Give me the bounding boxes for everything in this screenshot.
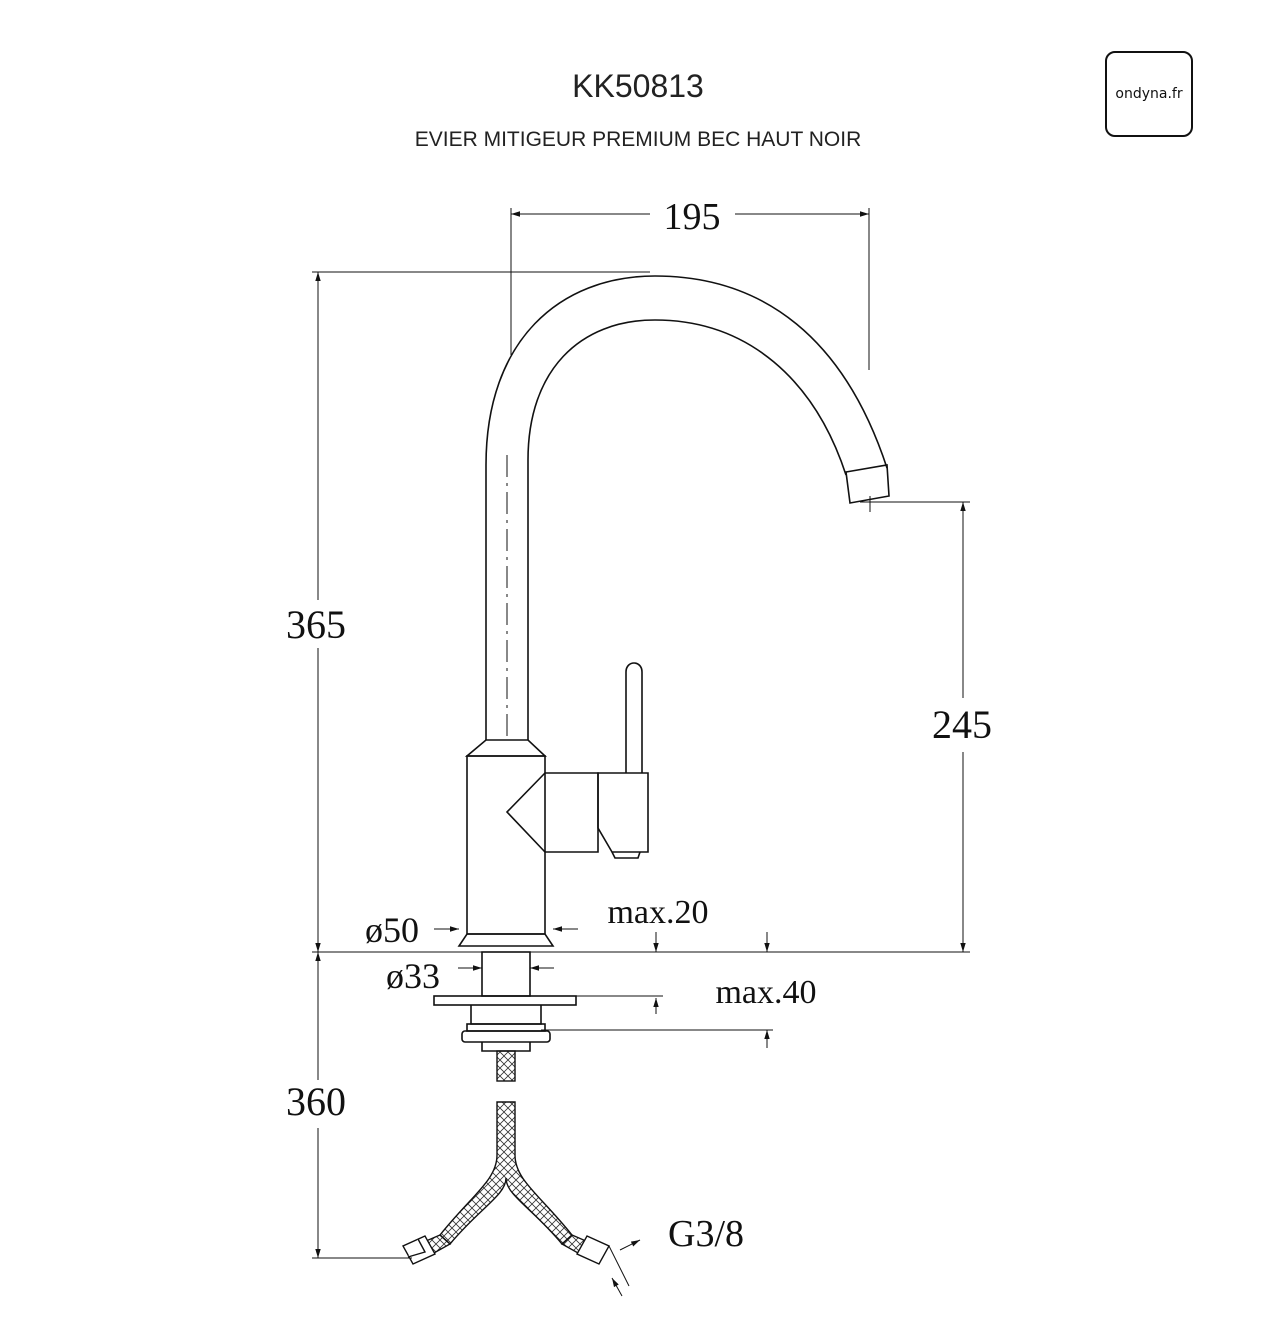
fixing-nut <box>470 1005 542 1025</box>
stud <box>481 1042 531 1052</box>
product-code-title: KK50813 <box>572 68 704 104</box>
handle-housing <box>545 772 599 853</box>
hose-top-segment <box>496 1050 516 1082</box>
dim-hose-length: 360 <box>286 1079 346 1124</box>
faucet-outline <box>433 275 890 1052</box>
dim-shank-diameter: ø33 <box>386 956 440 996</box>
body-cutaway <box>505 772 546 853</box>
handle-cap-bottom <box>611 851 641 859</box>
dimension-lines <box>312 208 970 1297</box>
dim-max-thickness-20: max.20 <box>607 894 708 931</box>
dim-body-diameter: ø50 <box>365 910 419 950</box>
brand-logo: ondyna.fr <box>1105 51 1193 137</box>
spout-outer <box>485 275 888 740</box>
fixing-plate <box>433 995 577 1006</box>
flexible-hoses <box>402 1050 610 1265</box>
connector-right <box>560 1234 610 1265</box>
lever <box>625 662 643 773</box>
handle-cap <box>597 772 649 853</box>
connector-left <box>402 1234 452 1265</box>
faucet-body <box>466 755 546 935</box>
body-collar <box>464 739 548 757</box>
dim-spout-height: 245 <box>932 702 992 747</box>
dim-total-height: 365 <box>286 602 346 647</box>
hose-split <box>439 1101 573 1246</box>
product-description: EVIER MITIGEUR PREMIUM BEC HAUT NOIR <box>414 128 862 151</box>
spout-inner <box>527 319 847 740</box>
dim-max-thickness-40: max.40 <box>715 974 816 1011</box>
washer <box>466 1023 546 1032</box>
shank <box>481 951 531 997</box>
lock-nut <box>461 1030 551 1043</box>
logo-text: ondyna.fr <box>1115 86 1183 102</box>
dim-spout-reach: 195 <box>664 196 721 238</box>
base-flange <box>457 933 555 947</box>
aerator <box>845 464 890 504</box>
dim-connector-thread: G3/8 <box>668 1213 744 1255</box>
